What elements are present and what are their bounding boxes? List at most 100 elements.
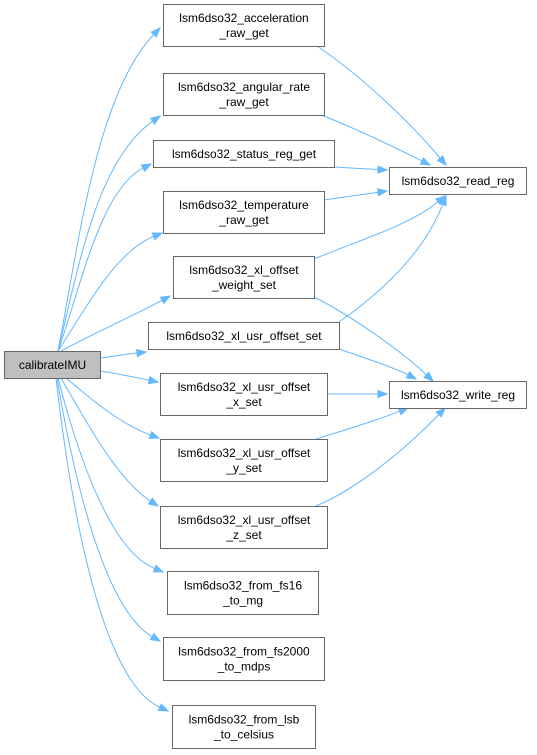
edge-line (57, 235, 154, 352)
edge-line (60, 377, 151, 502)
node-read-reg[interactable]: lsm6dso32_read_reg (389, 167, 527, 195)
node-label: lsm6dso32_xl_usr_offset (178, 380, 311, 394)
node-box (163, 191, 325, 234)
node-box (163, 4, 325, 47)
edge-line (313, 296, 427, 376)
node-from-lsb-to-celsius[interactable]: lsm6dso32_from_lsb_to_celsius (172, 705, 316, 749)
node-from-fs16-to-mg[interactable]: lsm6dso32_from_fs16_to_mg (167, 571, 319, 615)
arrowhead (149, 632, 162, 642)
node-label: lsm6dso32_write_reg (401, 388, 515, 402)
edge-calibrateIMU-to-angular_rate_raw_get (57, 115, 162, 352)
node-label: _raw_get (218, 95, 269, 109)
node-label: _raw_get (218, 213, 269, 227)
node-box (389, 381, 527, 409)
edge-line (316, 45, 441, 159)
edge-line (320, 114, 423, 162)
node-label: lsm6dso32_from_fs16 (184, 579, 302, 593)
edge-calibrateIMU-to-temperature_raw_get (57, 232, 164, 352)
edge-temperature_raw_get-to-read_reg (323, 188, 389, 201)
edge-line (57, 167, 144, 352)
edge-line (313, 201, 439, 260)
node-acceleration-raw-get[interactable]: lsm6dso32_acceleration_raw_get (163, 4, 325, 47)
arrowhead (147, 497, 160, 507)
edge-line (57, 120, 153, 352)
node-from-fs2000-to-mdps[interactable]: lsm6dso32_from_fs2000_to_mdps (163, 637, 325, 681)
node-label: lsm6dso32_status_reg_get (172, 147, 317, 161)
node-box (153, 140, 335, 168)
arrowhead (151, 232, 164, 241)
edge-calibrateIMU-to-acceleration_raw_get (57, 27, 161, 352)
arrowhead (150, 27, 161, 38)
node-xl-offset-weight-set[interactable]: lsm6dso32_xl_offset_weight_set (173, 256, 315, 299)
arrowhead (377, 389, 389, 399)
node-label: lsm6dso32_angular_rate (178, 80, 310, 94)
node-xl-usr-offset-set[interactable]: lsm6dso32_xl_usr_offset_set (148, 322, 340, 350)
node-temperature-raw-get[interactable]: lsm6dso32_temperature_raw_get (163, 191, 325, 234)
edge-calibrateIMU-to-xl_usr_offset_x_set (99, 370, 160, 385)
node-label: lsm6dso32_xl_usr_offset_set (166, 329, 322, 343)
nodes-layer: calibrateIMUlsm6dso32_acceleration_raw_g… (4, 4, 527, 749)
node-box (172, 705, 316, 749)
edge-calibrateIMU-to-xl_offset_weight_set (60, 295, 172, 352)
edge-calibrateIMU-to-from_fs16_to_mg (57, 377, 165, 573)
edge-calibrateIMU-to-xl_usr_offset_y_set (65, 377, 161, 439)
edge-xl_offset_weight_set-to-write_reg (313, 296, 435, 382)
edge-xl_usr_offset_set-to-write_reg (338, 348, 418, 380)
node-xl-usr-offset-y-set[interactable]: lsm6dso32_xl_usr_offset_y_set (160, 439, 328, 482)
arrowhead (435, 407, 446, 418)
arrowhead (149, 115, 162, 125)
node-write-reg[interactable]: lsm6dso32_write_reg (389, 381, 527, 409)
edge-line (55, 377, 161, 708)
edges-layer (55, 27, 447, 712)
edge-xl_usr_offset_z_set-to-write_reg (315, 407, 446, 507)
node-box (167, 571, 319, 615)
edge-acceleration_raw_get-to-read_reg (316, 45, 447, 167)
edge-line (333, 166, 379, 171)
node-xl-usr-offset-x-set[interactable]: lsm6dso32_xl_usr_offset_x_set (160, 373, 328, 416)
node-label: lsm6dso32_temperature (179, 198, 309, 212)
arrowhead (147, 375, 160, 385)
node-calibrateIMU: calibrateIMU (4, 351, 101, 379)
node-label: lsm6dso32_xl_offset (189, 263, 299, 277)
node-label: lsm6dso32_from_fs2000 (178, 645, 310, 659)
arrowhead (159, 295, 172, 305)
edge-xl_usr_offset_set-to-read_reg (338, 194, 447, 323)
node-label: _y_set (225, 461, 262, 475)
node-box (160, 506, 328, 549)
arrowhead (152, 564, 165, 573)
node-box (160, 439, 328, 482)
arrowhead (140, 163, 153, 173)
node-box (163, 637, 325, 681)
node-label: lsm6dso32_from_lsb (189, 713, 300, 727)
node-label: _to_celsius (213, 728, 274, 742)
node-label: _to_mdps (217, 660, 271, 674)
edge-xl_usr_offset_x_set-to-write_reg (327, 389, 389, 399)
edge-line (60, 299, 163, 352)
edge-line (338, 348, 409, 376)
node-label: lsm6dso32_read_reg (402, 174, 515, 188)
edge-calibrateIMU-to-xl_usr_offset_set (99, 348, 148, 359)
arrowhead (148, 430, 161, 439)
arrowhead (419, 156, 432, 166)
edge-line (99, 370, 150, 381)
edge-line (57, 377, 155, 570)
edge-line (99, 352, 138, 359)
node-box (148, 322, 340, 350)
node-label: lsm6dso32_acceleration (179, 11, 308, 25)
node-label: _raw_get (218, 26, 269, 40)
node-box (389, 167, 527, 195)
edge-status_reg_get-to-read_reg (333, 165, 389, 174)
arrowhead (376, 188, 389, 197)
edge-line (65, 377, 151, 436)
arrowhead (157, 703, 170, 712)
node-box (160, 373, 328, 416)
node-label: _to_mg (222, 594, 263, 608)
node-label: _x_set (225, 395, 262, 409)
edge-line (338, 204, 444, 323)
node-xl-usr-offset-z-set[interactable]: lsm6dso32_xl_usr_offset_z_set (160, 506, 328, 549)
arrowhead (377, 165, 389, 174)
node-angular-rate-raw-get[interactable]: lsm6dso32_angular_rate_raw_get (163, 73, 325, 116)
node-status-reg-get[interactable]: lsm6dso32_status_reg_get (153, 140, 335, 168)
node-label: _weight_set (211, 278, 277, 292)
